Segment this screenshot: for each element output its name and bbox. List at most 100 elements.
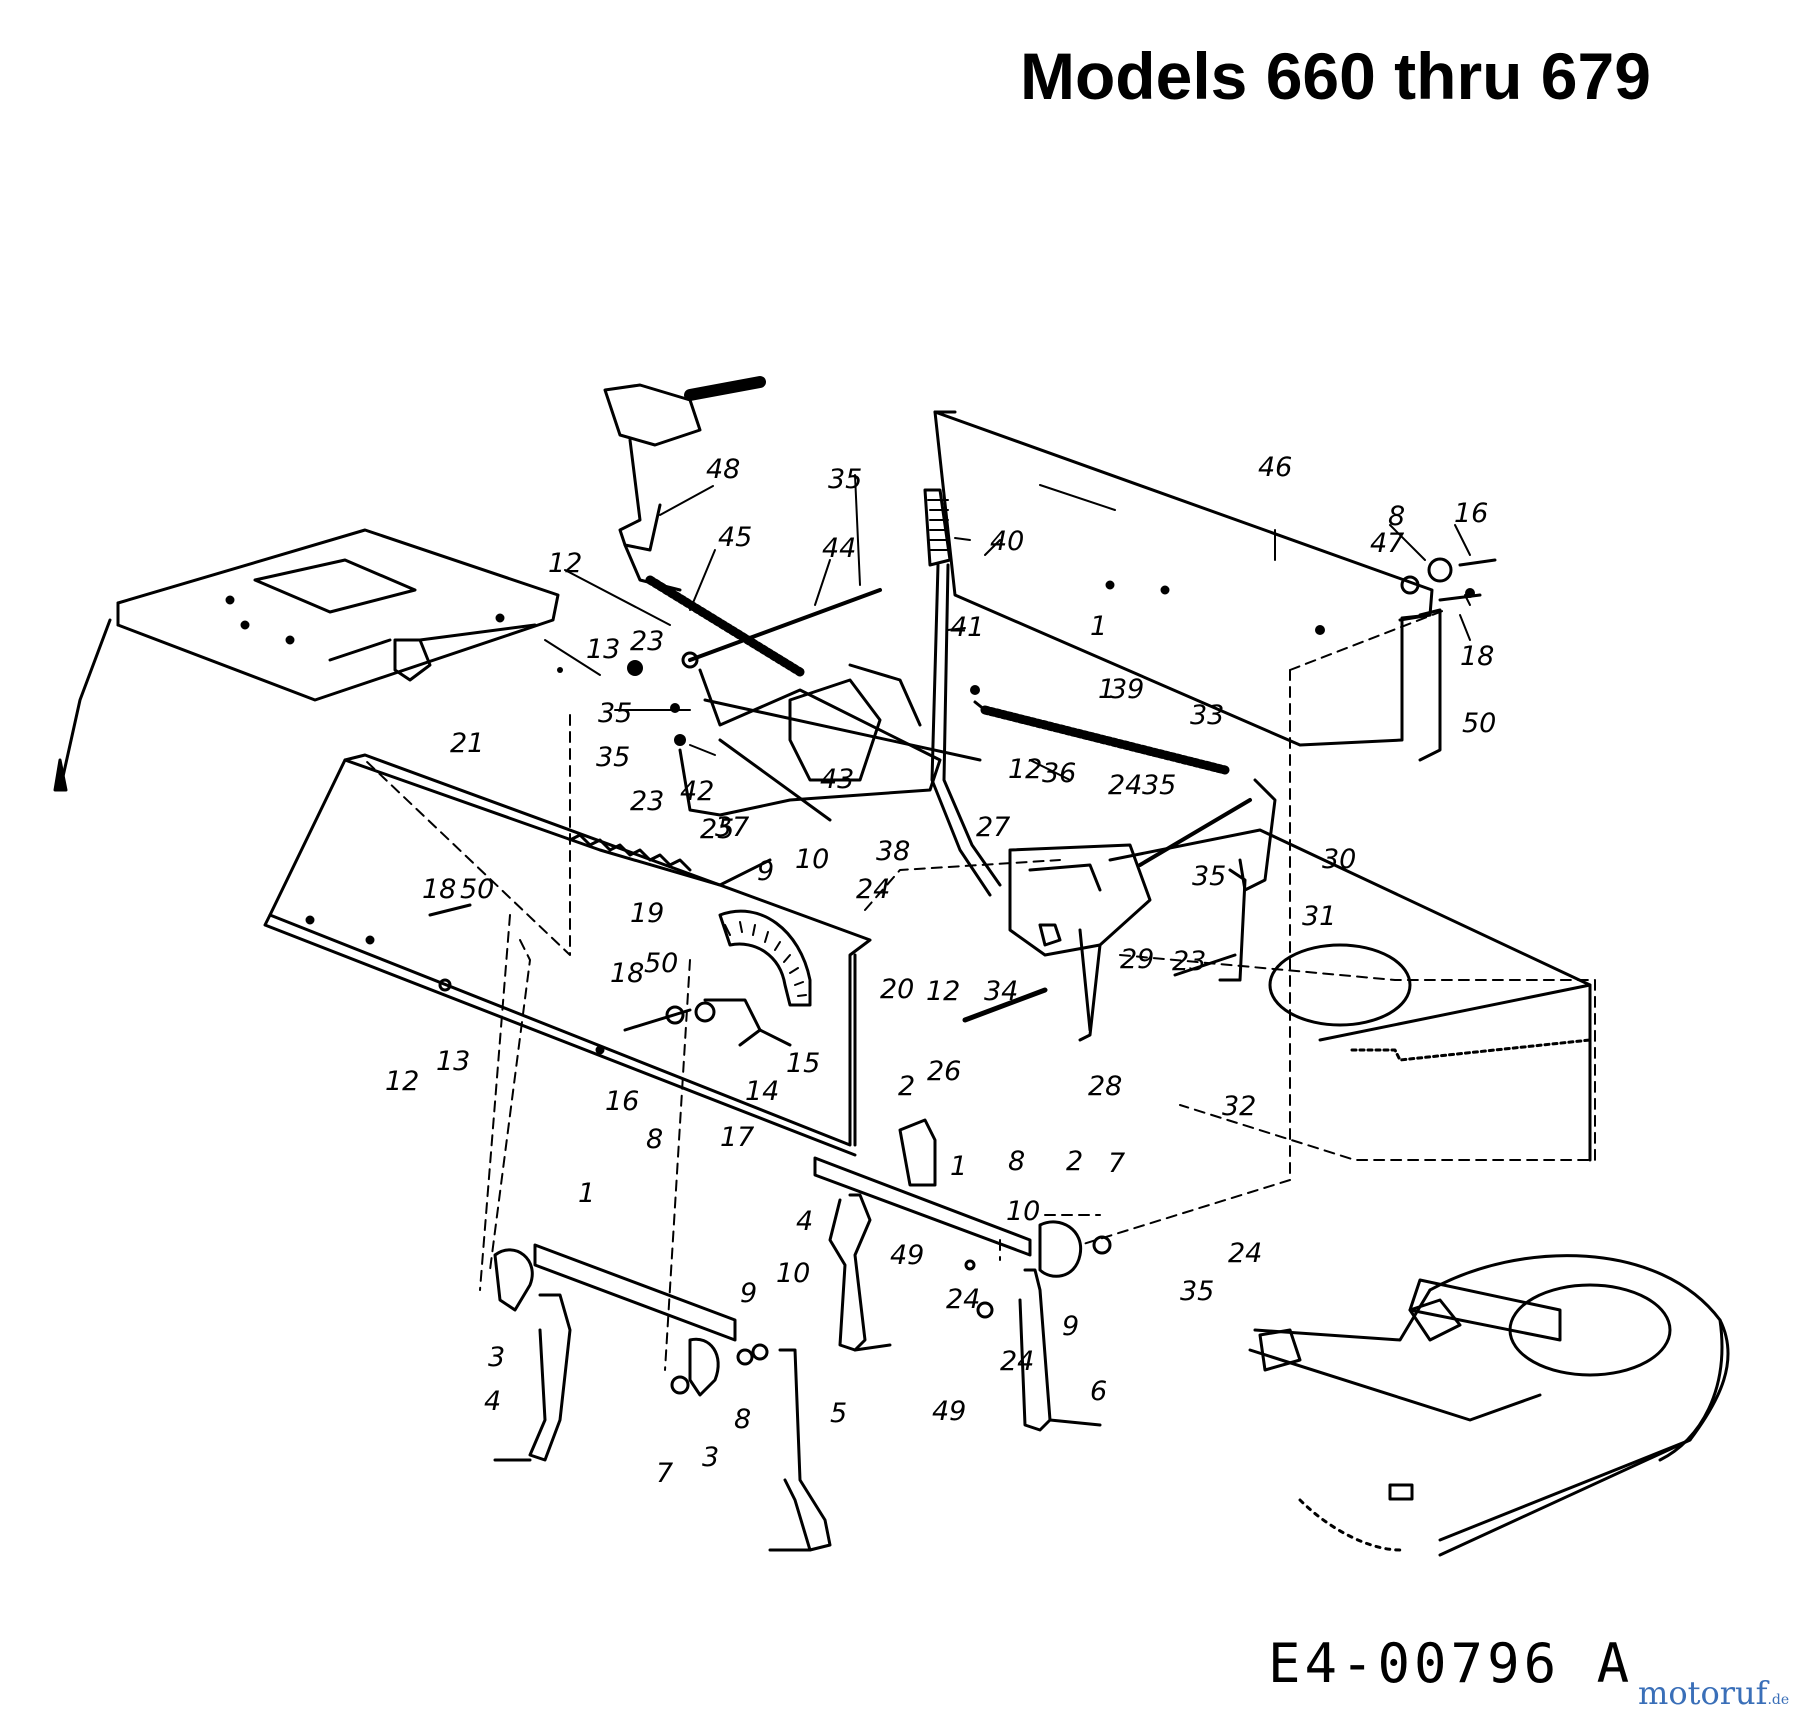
- rod-30-31-33: [1138, 778, 1277, 982]
- callout-7: 7: [1108, 1148, 1125, 1179]
- callout-10: 10: [1006, 1196, 1040, 1227]
- sector-gear-20: [718, 909, 812, 1007]
- callout-14: 14: [745, 1076, 779, 1107]
- callout-1: 1: [950, 1151, 967, 1182]
- callout-50: 50: [644, 948, 678, 979]
- rear-panel-46: [933, 410, 1497, 762]
- spring-45: [645, 575, 805, 677]
- callout-18: 18: [422, 874, 456, 905]
- callout-19: 19: [630, 898, 664, 929]
- callout-12: 12: [548, 548, 582, 579]
- callout-12: 12: [926, 976, 960, 1007]
- watermark-logo: motoruf.de: [1638, 1674, 1789, 1712]
- spring-39: [973, 700, 1230, 775]
- callout-18: 18: [1460, 641, 1494, 672]
- callout-8: 8: [1008, 1146, 1025, 1177]
- dashed-outline: [364, 609, 1596, 1371]
- callout-39: 39: [1110, 674, 1144, 705]
- callout-2: 2: [898, 1071, 915, 1102]
- callout-2: 2: [1066, 1146, 1083, 1177]
- callout-48: 48: [706, 454, 740, 485]
- callout-21: 21: [450, 728, 484, 759]
- frame-body-right: [1108, 828, 1592, 1162]
- drawing-number: E4-00796 A: [1268, 1632, 1634, 1695]
- callout-6: 6: [1090, 1376, 1107, 1407]
- callout-7: 7: [656, 1458, 673, 1489]
- lift-arm-left: [493, 1243, 832, 1552]
- rod-44: [681, 588, 882, 669]
- callout-35: 35: [598, 698, 632, 729]
- callout-35: 35: [596, 742, 630, 773]
- leader-lines: [544, 474, 1471, 781]
- lift-arm-middle: [813, 1118, 1112, 1432]
- callout-45: 45: [718, 522, 752, 553]
- pedal-assembly: [603, 376, 766, 592]
- callout-32: 32: [1222, 1091, 1256, 1122]
- callout-1: 1: [578, 1178, 595, 1209]
- callout-3: 3: [702, 1442, 719, 1473]
- linkage-27-29-36: [1008, 843, 1152, 1042]
- callout-35: 35: [828, 464, 862, 495]
- callout-33: 33: [1190, 700, 1224, 731]
- callout-4: 4: [484, 1386, 501, 1417]
- callout-8: 8: [1388, 501, 1405, 532]
- callout-20: 20: [880, 974, 914, 1005]
- callout-40: 40: [990, 526, 1024, 557]
- callout-12: 12: [1008, 754, 1042, 785]
- hardware-dots: [557, 588, 1475, 746]
- callout-49: 49: [890, 1240, 924, 1271]
- callout-23: 23: [630, 626, 664, 657]
- callout-16: 16: [1454, 498, 1488, 529]
- callout-25: 25: [700, 814, 734, 845]
- callout-8: 8: [734, 1404, 751, 1435]
- callout-18: 18: [610, 958, 644, 989]
- page-title: Models 660 thru 679: [1020, 39, 1651, 113]
- callout-3: 3: [488, 1342, 505, 1373]
- callout-36: 36: [1042, 758, 1076, 789]
- callout-16: 16: [605, 1086, 639, 1117]
- watermark-suffix: .de: [1767, 1692, 1790, 1708]
- callout-30: 30: [1322, 844, 1356, 875]
- callout-23: 23: [1172, 946, 1206, 977]
- callout-27: 27: [976, 812, 1010, 843]
- callout-50: 50: [460, 874, 494, 905]
- callout-24: 24: [1108, 770, 1142, 801]
- callout-44: 44: [822, 533, 856, 564]
- callout-12: 12: [385, 1066, 419, 1097]
- callout-1: 1: [1090, 611, 1107, 642]
- mower-deck: [1248, 1254, 1730, 1557]
- bolt-group-center: [428, 903, 792, 1047]
- callout-9: 9: [740, 1278, 757, 1309]
- callout-4: 4: [796, 1206, 813, 1237]
- callout-8: 8: [646, 1124, 663, 1155]
- callout-13: 13: [436, 1046, 470, 1077]
- callout-26: 26: [927, 1056, 961, 1087]
- callout-15: 15: [786, 1048, 820, 1079]
- pin-26: [962, 987, 1048, 1023]
- callout-50: 50: [1462, 708, 1496, 739]
- callout-35: 35: [1180, 1276, 1214, 1307]
- callout-23: 23: [630, 786, 664, 817]
- callout-5: 5: [830, 1398, 847, 1429]
- callout-31: 31: [1302, 901, 1336, 932]
- callout-43: 43: [820, 764, 854, 795]
- front-panel-21: [263, 753, 872, 1157]
- callout-10: 10: [776, 1258, 810, 1289]
- callout-1: 1: [1098, 674, 1115, 705]
- callout-17: 17: [720, 1122, 754, 1153]
- callout-10: 10: [795, 844, 829, 875]
- callout-47: 47: [1370, 528, 1404, 559]
- callout-29: 29: [1120, 944, 1154, 975]
- callout-49: 49: [932, 1396, 966, 1427]
- callout-24: 24: [1000, 1346, 1034, 1377]
- callout-9: 9: [757, 856, 774, 887]
- callout-24: 24: [946, 1284, 980, 1315]
- callout-9: 9: [1062, 1311, 1079, 1342]
- callout-38: 38: [876, 836, 910, 867]
- callout-24: 24: [856, 874, 890, 905]
- callout-34: 34: [984, 976, 1018, 1007]
- callout-41: 41: [950, 612, 984, 643]
- callout-13: 13: [586, 634, 620, 665]
